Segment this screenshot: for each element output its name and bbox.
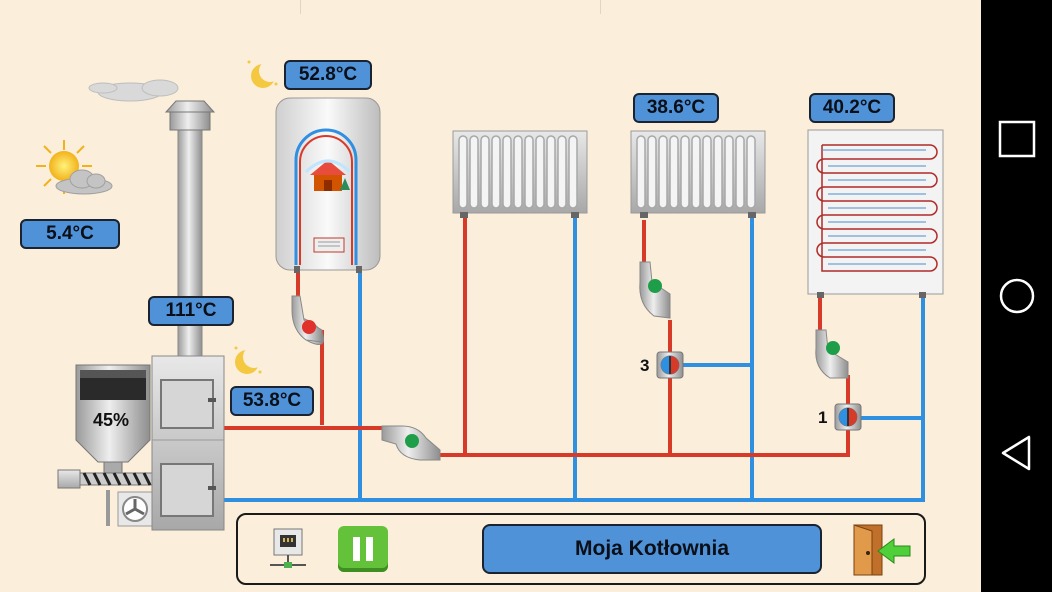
back-button[interactable]	[981, 418, 1052, 488]
exit-door-icon[interactable]	[850, 523, 912, 577]
boiler-temp-display[interactable]: 53.8°C	[230, 386, 314, 416]
hot-water-tank	[275, 97, 381, 273]
mixing-valve-1	[834, 403, 862, 431]
valve-3-label: 3	[640, 356, 650, 375]
floor-heating-panel	[807, 129, 944, 298]
diagram-canvas	[36, 60, 944, 531]
boiler-room-title-button[interactable]: Moja Kotłownia	[482, 524, 822, 574]
pause-button[interactable]	[338, 526, 388, 572]
supply-pipes	[224, 215, 850, 457]
square-nav-icon	[998, 120, 1035, 158]
home-button[interactable]	[981, 261, 1052, 331]
hopper-fill-label: 45%	[93, 410, 130, 430]
auger-feeder	[57, 469, 157, 489]
pump-radiator	[639, 261, 671, 319]
mixing-valve-3	[656, 351, 684, 379]
tab-divider	[600, 0, 601, 14]
triangle-back-icon	[1001, 435, 1030, 471]
radiator-temp-display[interactable]: 38.6°C	[633, 93, 719, 123]
boiler-room-diagram: 5.4°C 111°C 52.8°C 53.8°C 38.6°C 40.2°C …	[0, 0, 981, 592]
return-pipes	[224, 215, 925, 502]
flue-temp-display[interactable]: 111°C	[148, 296, 234, 326]
network-icon[interactable]	[268, 527, 308, 571]
tank-temp-display[interactable]: 52.8°C	[284, 60, 372, 90]
bottom-control-bar: Moja Kotłownia	[236, 513, 926, 585]
moon-icon	[234, 346, 265, 374]
radiator-2	[630, 130, 766, 218]
pump-tank	[291, 295, 324, 345]
pump-floor	[815, 329, 849, 379]
boiler	[151, 355, 225, 531]
pause-icon	[353, 537, 373, 561]
sun-cloud-icon	[36, 140, 113, 195]
moon-icon	[247, 60, 281, 88]
circle-nav-icon	[999, 278, 1034, 314]
radiator-1	[452, 130, 588, 218]
android-nav-bar	[981, 0, 1052, 592]
pellet-hopper	[75, 364, 151, 475]
fan-icon	[106, 490, 153, 527]
valve-1-label: 1	[818, 408, 828, 427]
recent-apps-button[interactable]	[981, 104, 1052, 174]
house-icon	[304, 159, 352, 191]
outdoor-temp-display[interactable]: 5.4°C	[20, 219, 120, 249]
tab-divider	[300, 0, 301, 14]
floor-temp-display[interactable]: 40.2°C	[809, 93, 895, 123]
pump-main	[381, 425, 441, 461]
smoke-icon	[88, 79, 179, 102]
